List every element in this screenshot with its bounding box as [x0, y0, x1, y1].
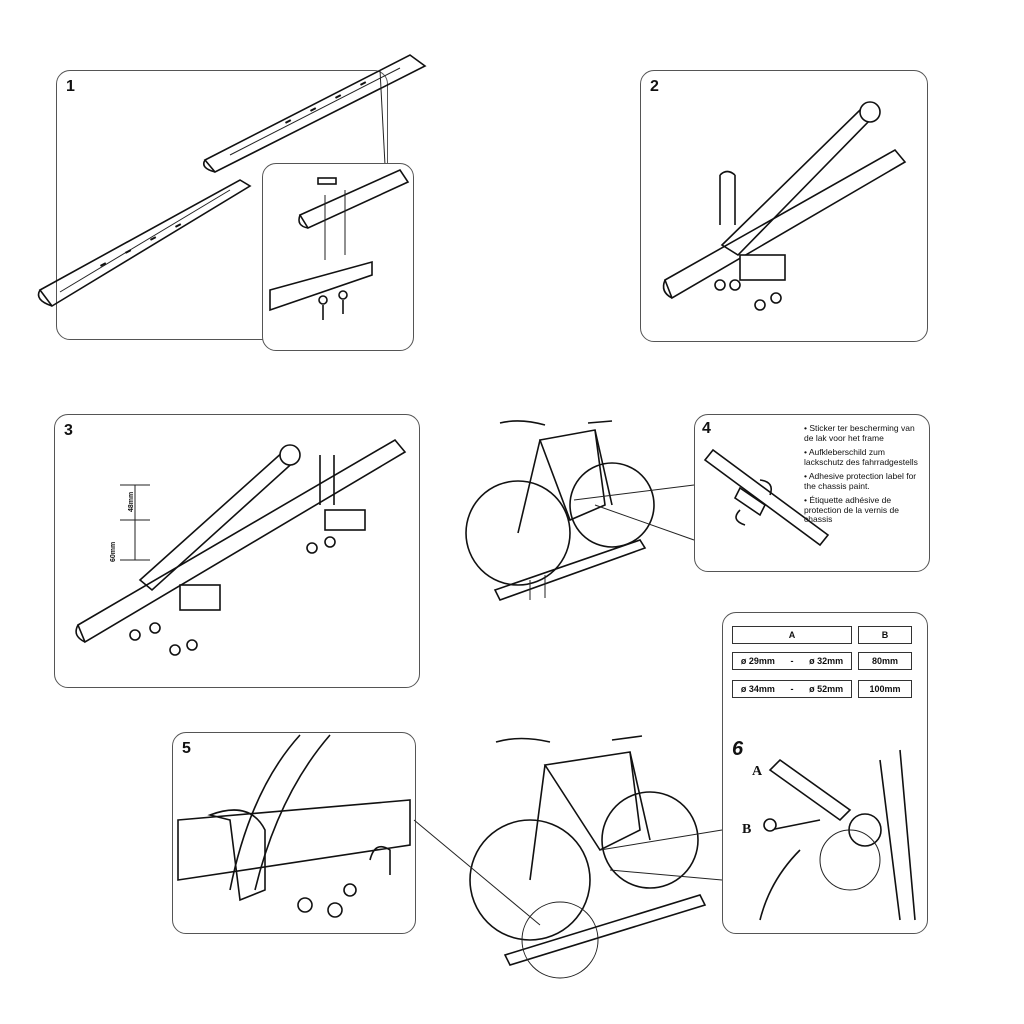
size-row1-min: ø 29mm — [740, 656, 775, 666]
step-number-6: 6 — [732, 738, 744, 760]
step-number-1: 1 — [66, 78, 75, 95]
sticker-legend: • Sticker ter bescherming van de lak voo… — [804, 423, 922, 530]
sticker-text-de: • Aufkleberschild zum lackschutz des fah… — [804, 447, 918, 467]
dimension-label-60mm: 60mm — [110, 541, 117, 562]
dimension-label-48mm: 48mm — [128, 491, 135, 512]
size-table-row2-a: ø 34mm - ø 52mm — [732, 680, 852, 698]
step-number-2: 2 — [650, 78, 659, 95]
step-number-5: 5 — [182, 740, 191, 757]
step-number-4: 4 — [702, 420, 711, 437]
size-row1-max: ø 32mm — [809, 656, 844, 666]
panel-step-1-detail — [262, 163, 414, 351]
size-table-row2-b: 100mm — [858, 680, 912, 698]
panel-step-2 — [640, 70, 928, 342]
size-row2-max: ø 52mm — [809, 684, 844, 694]
step-number-3: 3 — [64, 422, 73, 439]
sticker-text-en: • Adhesive protection label for the chas… — [804, 471, 917, 491]
size-table-header-a: A — [732, 626, 852, 644]
size-table-row1-a: ø 29mm - ø 32mm — [732, 652, 852, 670]
panel-step-3 — [54, 414, 420, 688]
size-table-row1-b: 80mm — [858, 652, 912, 670]
sticker-text-fr: • Étiquette adhésive de protection de la… — [804, 495, 899, 524]
size-row2-separator: - — [790, 684, 794, 694]
size-row1-separator: - — [790, 656, 794, 666]
size-row2-min: ø 34mm — [740, 684, 775, 694]
dimension-letter-a: A — [752, 764, 763, 779]
panel-step-5 — [172, 732, 416, 934]
sticker-text-nl: • Sticker ter bescherming van de lak voo… — [804, 423, 915, 443]
dimension-letter-b: B — [742, 822, 752, 837]
size-table-header-b: B — [858, 626, 912, 644]
